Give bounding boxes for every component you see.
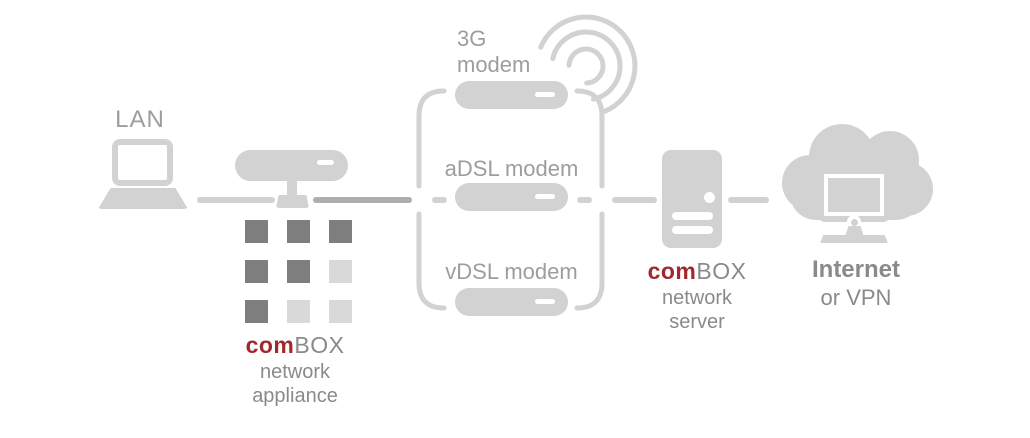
modem-adsl-led: [535, 194, 555, 199]
server-brand-red: com: [647, 258, 697, 284]
dash-right-bracket: [577, 197, 592, 203]
modem-vdsl-icon: [455, 288, 568, 316]
connector-server-cloud: [728, 197, 769, 203]
modem-vdsl-led: [535, 299, 555, 304]
grid-square-dark: [287, 220, 310, 243]
monitor-neck: [845, 226, 864, 237]
grid-square-dark: [245, 220, 268, 243]
appliance-sub1: network: [259, 360, 331, 383]
grid-square-light: [329, 260, 352, 283]
laptop-base: [98, 188, 188, 209]
lan-label: LAN: [115, 106, 165, 133]
internet-caption: Internet or VPN: [785, 256, 927, 311]
grid-square-light: [329, 300, 352, 323]
monitor-icon: [818, 168, 890, 222]
grid-square-light: [287, 300, 310, 323]
connector-bracket-server: [612, 197, 657, 203]
grid-square-dark: [245, 260, 268, 283]
modem-adsl-icon: [455, 183, 568, 211]
modem-adsl-label: aDSL modem: [444, 156, 579, 181]
server-slot-2: [672, 226, 713, 234]
dash-left-bracket: [432, 197, 447, 203]
grid-square-dark: [287, 260, 310, 283]
server-caption: comBOX network server: [612, 258, 782, 334]
internet-label: Internet: [811, 256, 900, 283]
appliance-sub2: appliance: [252, 384, 338, 407]
server-sub1: network: [661, 286, 733, 309]
router-led: [317, 160, 334, 165]
appliance-caption: comBOX network appliance: [215, 332, 375, 408]
monitor-knob: [850, 218, 858, 226]
laptop-icon: [112, 139, 173, 186]
server-sub2: server: [669, 310, 725, 333]
connector-lan-appliance: [197, 197, 275, 203]
server-icon: [662, 150, 722, 248]
router-stand-stem: [287, 179, 297, 197]
monitor-knob-ring: [847, 215, 861, 229]
appliance-brand: comBOX: [215, 332, 375, 360]
modem-3g-label-line1: 3G: [457, 26, 487, 51]
connector-appliance-bracket: [313, 197, 412, 203]
monitor-stand: [820, 235, 888, 243]
monitor-screen: [828, 178, 880, 212]
server-slot-1: [672, 212, 713, 220]
server-brand: comBOX: [612, 258, 782, 286]
appliance-brand-red: com: [245, 332, 295, 358]
internet-sublabel: or VPN: [820, 284, 892, 310]
server-brand-gray: BOX: [696, 258, 747, 284]
modem-vdsl-label: vDSL modem: [445, 259, 578, 284]
appliance-led-grid: [245, 220, 352, 323]
modem-3g-icon: [455, 81, 568, 109]
appliance-brand-gray: BOX: [294, 332, 345, 358]
grid-square-dark: [329, 220, 352, 243]
server-power-dot: [704, 192, 715, 203]
modem-3g-label: 3G modem: [457, 26, 530, 78]
router-stand-foot: [276, 195, 309, 208]
router-icon: [235, 150, 348, 181]
wifi-arc-inner-icon: [566, 46, 606, 86]
modem-3g-label-line2: modem: [457, 51, 531, 77]
modem-3g-led: [535, 92, 555, 97]
grid-square-dark: [245, 300, 268, 323]
